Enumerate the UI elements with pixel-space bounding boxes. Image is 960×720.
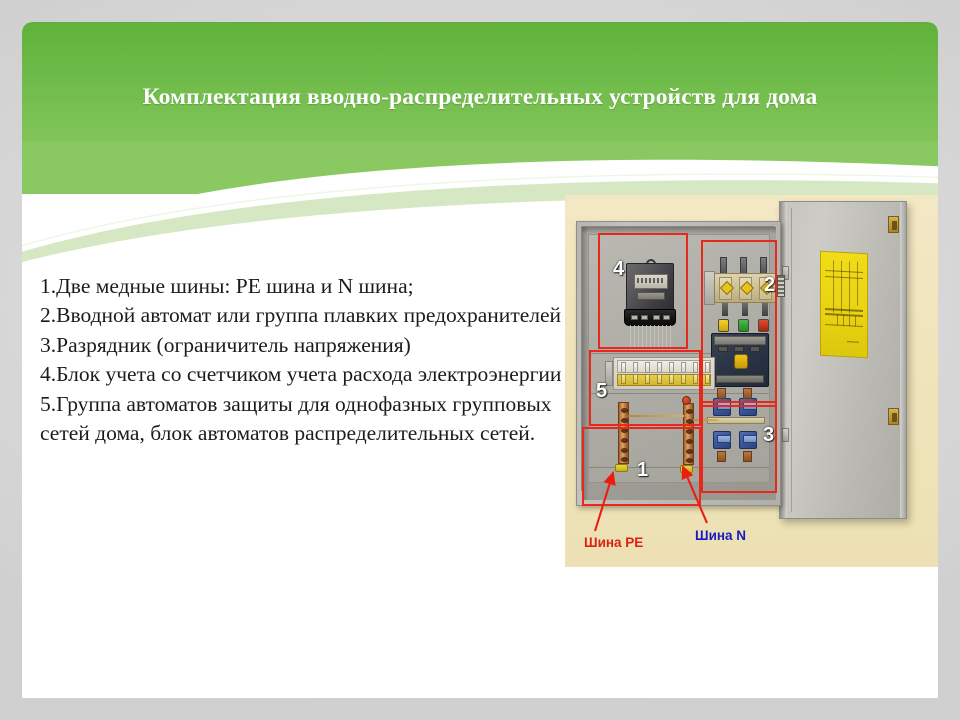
pe-bus-terminal xyxy=(615,464,628,472)
pe-bus-bar xyxy=(618,402,629,464)
list-item-5: 5.Группа автоматов защиты для однофазных… xyxy=(40,391,552,446)
list-item-1: 1.Две медные шины: PE шина и N шина; xyxy=(40,274,414,298)
callout-box-2 xyxy=(701,240,777,407)
spd-terminal-1 xyxy=(717,388,726,399)
list-item-3: 3.Разрядник (ограничитель напряжения) xyxy=(40,332,411,357)
list-item-4: 4.Блок учета со счетчиком учета расхода … xyxy=(40,362,562,387)
callout-box-4 xyxy=(598,233,688,349)
callout-box-3 xyxy=(701,401,777,493)
bus-link-wire xyxy=(628,415,684,417)
slide-header-band: Комплектация вводно-распределительных ус… xyxy=(22,22,938,194)
marker-label-2: 2 xyxy=(764,274,776,296)
caption-pe-bus: Шина PE xyxy=(584,535,644,550)
spd-terminal-4 xyxy=(743,451,752,462)
callout-box-5 xyxy=(589,350,701,426)
n-bus-bar xyxy=(683,403,694,465)
door-hinge-bottom xyxy=(888,408,899,425)
indicator-lamps xyxy=(716,319,774,332)
marker-label-3: 3 xyxy=(763,424,775,446)
terminal-side-panel xyxy=(777,275,785,297)
callout-box-1 xyxy=(582,427,701,506)
meter-wiring xyxy=(630,325,674,351)
marker-label-4: 4 xyxy=(613,258,625,280)
breaker-row-mount xyxy=(605,361,613,386)
surge-arrestor-3 xyxy=(713,431,731,449)
door-right-edge xyxy=(900,202,906,518)
door-left-edge xyxy=(780,202,787,518)
cabinet-door xyxy=(779,201,907,519)
spd-terminal-3 xyxy=(717,451,726,462)
spd-rail-upper xyxy=(707,417,765,424)
marker-label-1: 1 xyxy=(637,459,649,481)
branch-breaker-row xyxy=(613,357,715,390)
spd-terminal-2 xyxy=(743,388,752,399)
door-latch-bottom xyxy=(782,428,789,442)
n-bus-marker xyxy=(682,396,691,405)
mounting-plate xyxy=(588,234,785,483)
marker-label-5: 5 xyxy=(596,380,608,402)
main-circuit-breaker xyxy=(711,333,769,387)
fuse-group xyxy=(704,257,776,316)
distribution-board-photo: 4 2 5 3 1 Шина PE Шина N xyxy=(565,195,938,567)
door-latch-top xyxy=(782,266,789,280)
bus-link-wire-2 xyxy=(693,419,719,421)
door-inner-seam xyxy=(791,208,792,512)
electricity-meter xyxy=(624,259,676,326)
list-item-2: 2.Вводной автомат или группа плавких пре… xyxy=(40,303,562,328)
door-hinge-top xyxy=(888,216,899,233)
surge-arrestor-4 xyxy=(739,431,757,449)
cabinet-enclosure xyxy=(576,221,785,506)
page-title: Комплектация вводно-распределительных ус… xyxy=(142,84,818,110)
caption-n-bus: Шина N xyxy=(695,528,747,543)
body-text-list: 1.Две медные шины: PE шина и N шина; 2.В… xyxy=(40,272,570,448)
slide-content-card: Комплектация вводно-распределительных ус… xyxy=(22,22,938,698)
wiring-schematic-sheet xyxy=(820,250,868,359)
